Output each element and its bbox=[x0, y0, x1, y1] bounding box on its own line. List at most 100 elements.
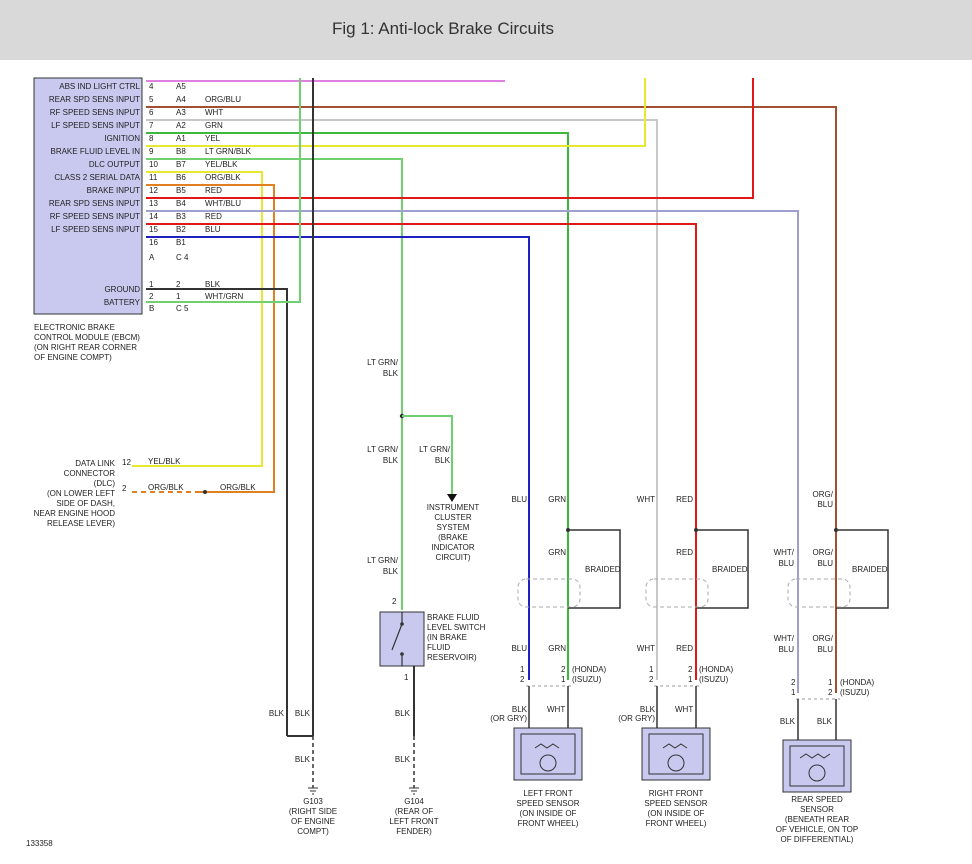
dlc-splice bbox=[203, 490, 207, 494]
svg-text:2: 2 bbox=[688, 665, 693, 674]
conn-b-marker: B bbox=[149, 304, 154, 313]
svg-text:ORG/: ORG/ bbox=[813, 548, 834, 557]
figure-header: Fig 1: Anti-lock Brake Circuits bbox=[0, 0, 972, 60]
svg-text:SPEED SENSOR: SPEED SENSOR bbox=[516, 799, 579, 808]
pin-wire-color: ORG/BLU bbox=[205, 95, 241, 104]
svg-text:(OR GRY): (OR GRY) bbox=[490, 714, 527, 723]
ground-wire-label: BLK bbox=[205, 280, 221, 289]
pin-label: LF SPEED SENS INPUT bbox=[51, 225, 140, 234]
ebcm-module bbox=[33, 77, 143, 315]
svg-text:WHT: WHT bbox=[547, 705, 565, 714]
pin-number: 11 bbox=[149, 173, 158, 182]
cluster-arrow bbox=[447, 494, 457, 502]
conn-a-id: C 4 bbox=[176, 253, 189, 262]
rf-sensor-group: WHT RED RED BRAIDED WHT RED 1 2 2 1 (HON… bbox=[618, 495, 749, 828]
battery-pin-a: 2 bbox=[149, 292, 154, 301]
svg-text:ELECTRONIC BRAKE: ELECTRONIC BRAKE bbox=[34, 323, 115, 332]
pin-label: ABS IND LIGHT CTRL bbox=[59, 82, 140, 91]
svg-text:(ON RIGHT REAR CORNER: (ON RIGHT REAR CORNER bbox=[34, 343, 137, 352]
ground-pin-b: 2 bbox=[176, 280, 181, 289]
pin-wire-color: RED bbox=[205, 186, 222, 195]
g104-wire-2: BLK bbox=[395, 755, 411, 764]
svg-text:BRAIDED: BRAIDED bbox=[585, 565, 621, 574]
svg-text:G104: G104 bbox=[404, 797, 424, 806]
ground-pin-a: 1 bbox=[149, 280, 154, 289]
svg-text:BLK: BLK bbox=[780, 717, 796, 726]
svg-text:BRAKE FLUID: BRAKE FLUID bbox=[427, 613, 480, 622]
pin-number: 6 bbox=[149, 108, 154, 117]
svg-text:FENDER): FENDER) bbox=[396, 827, 432, 836]
dlc-pin-2: 2 bbox=[122, 484, 127, 493]
pin-cavity: A5 bbox=[176, 82, 186, 91]
wire-rear-whtblu bbox=[146, 210, 799, 693]
svg-text:2: 2 bbox=[561, 665, 566, 674]
svg-text:BLK: BLK bbox=[817, 717, 833, 726]
pin-label: LF SPEED SENS INPUT bbox=[51, 121, 140, 130]
pin-number: 13 bbox=[149, 199, 158, 208]
rear-sensor-group: ORG/ BLU WHT/ BLU ORG/ BLU BRAIDED WHT/ … bbox=[774, 490, 889, 844]
ground-label: GROUND bbox=[104, 285, 140, 294]
svg-text:REAR SPEED: REAR SPEED bbox=[791, 795, 843, 804]
svg-text:OF ENGINE: OF ENGINE bbox=[291, 817, 335, 826]
conn-b-id: C 5 bbox=[176, 304, 189, 313]
svg-text:BLK: BLK bbox=[512, 705, 528, 714]
bf-switch-pin-bottom: 1 bbox=[404, 673, 409, 682]
svg-text:WHT: WHT bbox=[675, 705, 693, 714]
svg-text:NEAR ENGINE HOOD: NEAR ENGINE HOOD bbox=[34, 509, 116, 518]
battery-wire-label: WHT/GRN bbox=[205, 292, 243, 301]
bf-switch-pin-top: 2 bbox=[392, 597, 397, 606]
svg-text:(HONDA): (HONDA) bbox=[572, 665, 607, 674]
pin-wire-color: RED bbox=[205, 212, 222, 221]
wire-rear-spd-orgblu bbox=[146, 106, 837, 693]
svg-text:BLU: BLU bbox=[511, 495, 527, 504]
bf-branch-label-b: BLK bbox=[435, 456, 451, 465]
svg-text:(OR GRY): (OR GRY) bbox=[618, 714, 655, 723]
svg-text:1: 1 bbox=[688, 675, 693, 684]
svg-text:(ISUZU): (ISUZU) bbox=[572, 675, 602, 684]
svg-text:(DLC): (DLC) bbox=[94, 479, 116, 488]
pin-label: RF SPEED SENS INPUT bbox=[50, 108, 140, 117]
svg-text:INSTRUMENT: INSTRUMENT bbox=[427, 503, 480, 512]
svg-text:LEFT FRONT: LEFT FRONT bbox=[389, 817, 438, 826]
ebcm-name: ELECTRONIC BRAKE CONTROL MODULE (EBCM) (… bbox=[34, 323, 140, 362]
pin-wire-color: LT GRN/BLK bbox=[205, 147, 252, 156]
svg-text:GRN: GRN bbox=[548, 495, 566, 504]
svg-text:RESERVOIR): RESERVOIR) bbox=[427, 653, 477, 662]
wire-lf-grn bbox=[146, 132, 569, 680]
battery-pin-b: 1 bbox=[176, 292, 181, 301]
svg-text:OF DIFFERENTIAL): OF DIFFERENTIAL) bbox=[781, 835, 854, 844]
pin-cavity: B2 bbox=[176, 225, 186, 234]
pin-wire-color: WHT bbox=[205, 108, 223, 117]
svg-text:OF VEHICLE, ON TOP: OF VEHICLE, ON TOP bbox=[776, 825, 858, 834]
svg-text:BLU: BLU bbox=[778, 559, 794, 568]
g103-wire-1: BLK bbox=[269, 709, 285, 718]
pin-cavity: A4 bbox=[176, 95, 186, 104]
svg-text:(REAR OF: (REAR OF bbox=[395, 807, 433, 816]
bf-wire-label-2: LT GRN/ bbox=[367, 445, 399, 454]
svg-text:(ON INSIDE OF: (ON INSIDE OF bbox=[648, 809, 705, 818]
pin-cavity: A2 bbox=[176, 121, 186, 130]
pin-cavity: B1 bbox=[176, 238, 186, 247]
svg-text:CONTROL MODULE (EBCM): CONTROL MODULE (EBCM) bbox=[34, 333, 140, 342]
pin-cavity: B3 bbox=[176, 212, 186, 221]
pin-number: 7 bbox=[149, 121, 154, 130]
wire-brake-fluid bbox=[146, 158, 403, 610]
bf-branch-label: LT GRN/ bbox=[419, 445, 451, 454]
conn-a-marker: A bbox=[149, 253, 155, 262]
svg-text:(HONDA): (HONDA) bbox=[840, 678, 875, 687]
pin-label: BRAKE FLUID LEVEL IN bbox=[50, 147, 140, 156]
svg-text:RED: RED bbox=[676, 548, 693, 557]
svg-text:FRONT WHEEL): FRONT WHEEL) bbox=[646, 819, 707, 828]
svg-text:BLU: BLU bbox=[817, 559, 833, 568]
svg-text:ORG/: ORG/ bbox=[813, 634, 834, 643]
bf-wire-label-2b: BLK bbox=[383, 456, 399, 465]
pin-number: 15 bbox=[149, 225, 158, 234]
svg-text:INDICATOR: INDICATOR bbox=[431, 543, 474, 552]
svg-text:LEFT FRONT: LEFT FRONT bbox=[523, 789, 572, 798]
svg-text:BLU: BLU bbox=[817, 645, 833, 654]
pin-number: 5 bbox=[149, 95, 154, 104]
g103-symbol bbox=[308, 787, 318, 795]
pin-cavity: B7 bbox=[176, 160, 186, 169]
svg-text:BRAIDED: BRAIDED bbox=[712, 565, 748, 574]
